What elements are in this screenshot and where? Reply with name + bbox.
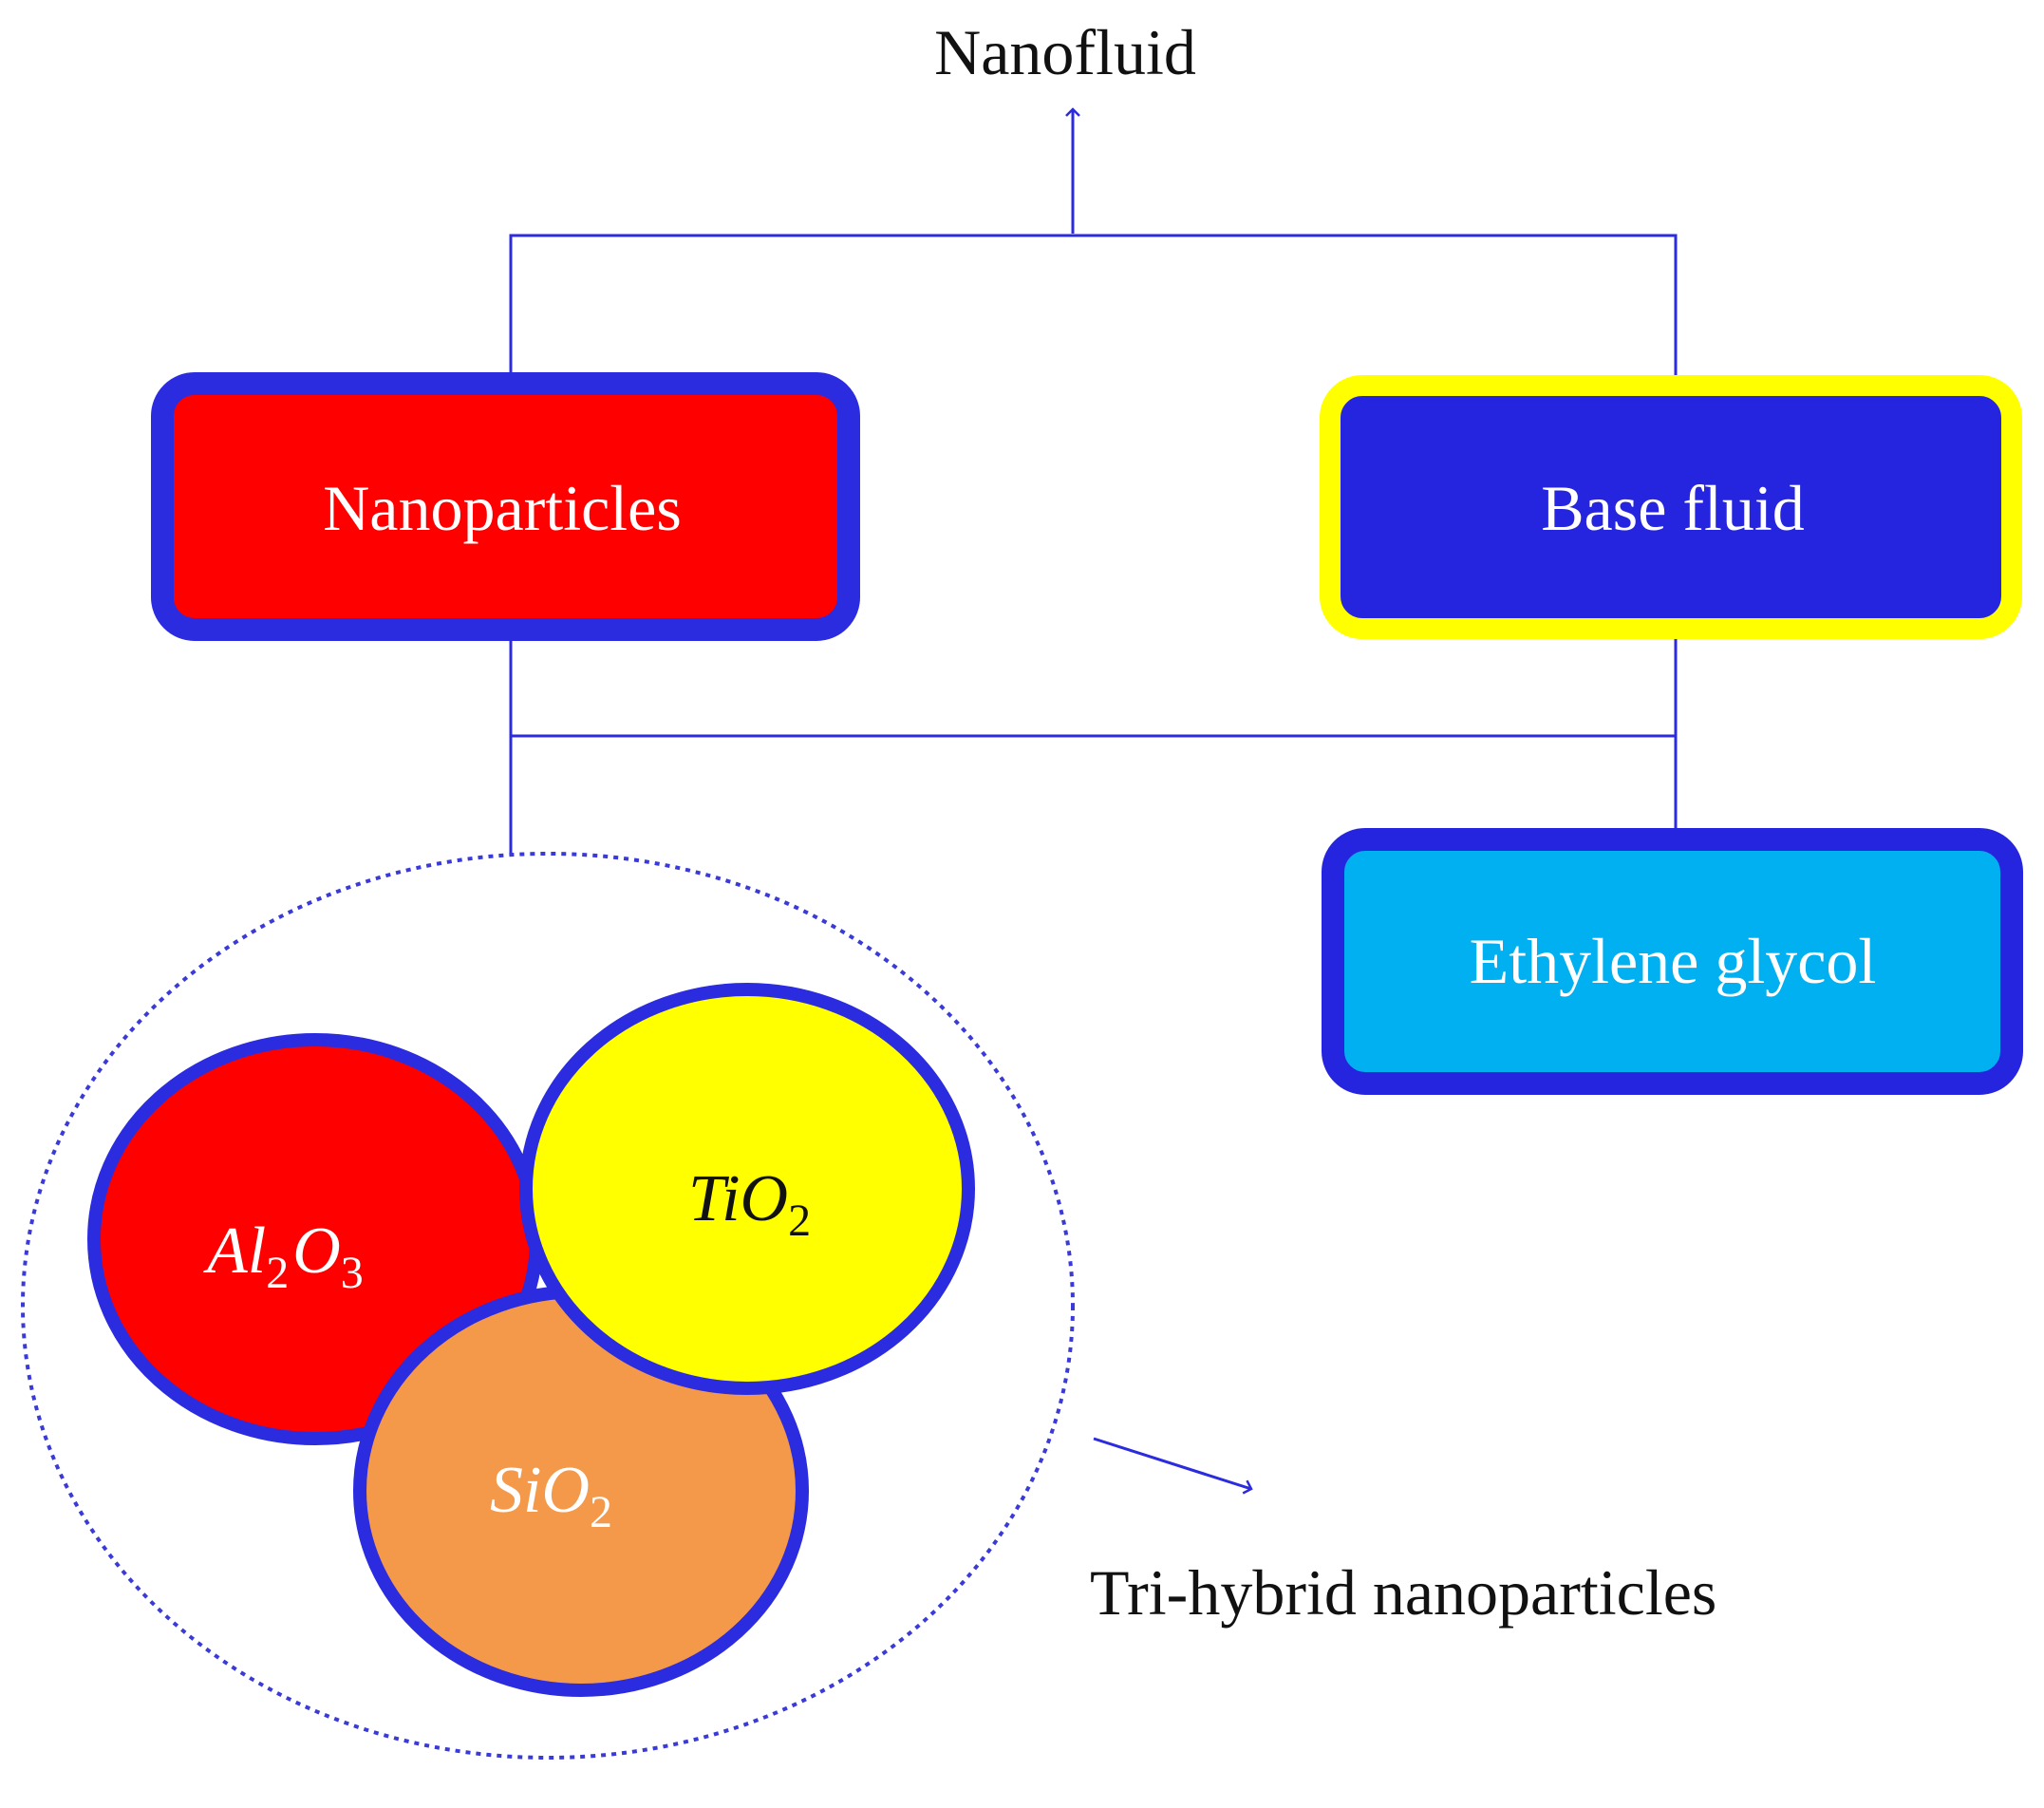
arrow-to-group-label bbox=[1093, 1437, 1253, 1495]
tio2-particle: TiO2 bbox=[519, 983, 975, 1395]
nanoparticles-box-shape bbox=[151, 372, 860, 641]
base-fluid-label: Base fluid bbox=[1541, 472, 1805, 544]
ethylene-glycol-box-shape bbox=[1322, 828, 2023, 1095]
tio2-circle bbox=[519, 983, 975, 1395]
nanoparticles-box: Nanoparticles bbox=[151, 372, 860, 641]
ethylene-glycol-label: Ethylene glycol bbox=[1470, 925, 1877, 997]
connector-lines bbox=[509, 107, 1678, 1495]
nanoparticles-label: Nanoparticles bbox=[323, 472, 682, 544]
top-bracket-line bbox=[509, 234, 1678, 378]
diagram-title: Nanofluid bbox=[934, 16, 1196, 88]
tio2-label: TiO2 bbox=[688, 1162, 811, 1246]
tri-hybrid-label: Tri-hybrid nanoparticles bbox=[1090, 1556, 1716, 1629]
ethylene-glycol-box: Ethylene glycol bbox=[1322, 828, 2023, 1095]
al2o3-label: Al2O3 bbox=[203, 1215, 364, 1298]
sio2-particle: SiO2 bbox=[353, 1285, 809, 1697]
tri-hybrid-group-outline bbox=[21, 852, 1075, 1760]
base-fluid-box-shape bbox=[1320, 375, 2022, 639]
base-fluid-box: Base fluid bbox=[1320, 375, 2022, 639]
middle-bracket-line bbox=[509, 638, 1676, 738]
al2o3-particle: Al2O3 bbox=[87, 1033, 543, 1445]
sio2-label: SiO2 bbox=[490, 1454, 612, 1537]
